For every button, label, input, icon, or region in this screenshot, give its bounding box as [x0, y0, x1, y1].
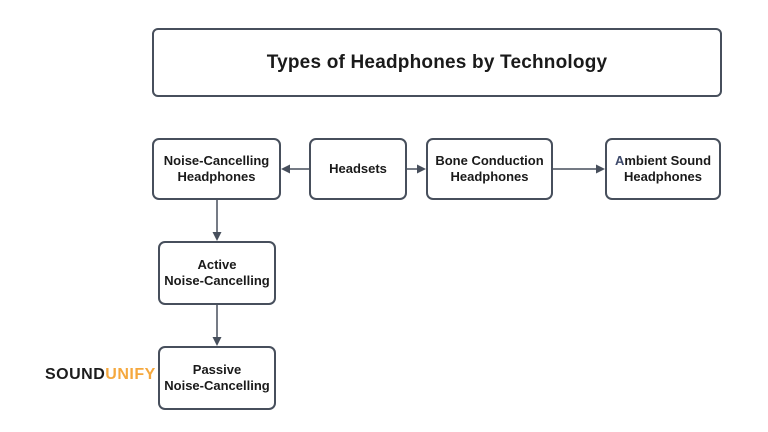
node-label-line: Ambient Sound	[615, 153, 711, 169]
node-label-line: Headphones	[450, 169, 529, 184]
node-label-line: Passive	[192, 362, 242, 377]
node-label-line: Headsets	[329, 161, 387, 176]
soundunify-logo: SOUNDUNIFY	[45, 366, 156, 384]
accent-letter: A	[614, 153, 625, 168]
node-label-line: Headphones	[177, 169, 256, 184]
node-label-line: Noise-Cancelling	[164, 273, 270, 288]
node-label-text: mbient Sound	[624, 153, 712, 168]
diagram-title: Types of Headphones by Technology	[266, 51, 608, 73]
logo-text-unify: UNIFY	[105, 366, 156, 383]
node-label-line: Bone Conduction	[435, 153, 544, 168]
node-active-noise-cancelling: Active Noise-Cancelling	[158, 241, 276, 305]
node-passive-noise-cancelling: Passive Noise-Cancelling	[158, 346, 276, 410]
diagram-title-box: Types of Headphones by Technology	[152, 28, 722, 97]
node-label-line: Noise-Cancelling	[164, 378, 270, 393]
node-headsets: Headsets	[309, 138, 407, 200]
node-bone-conduction-headphones: Bone Conduction Headphones	[426, 138, 553, 200]
node-label-line: Headphones	[623, 169, 702, 184]
node-label-line: Noise-Cancelling	[163, 153, 270, 168]
node-noise-cancelling-headphones: Noise-Cancelling Headphones	[152, 138, 281, 200]
node-ambient-sound-headphones: Ambient Sound Headphones	[605, 138, 721, 200]
logo-text-sound: SOUND	[45, 366, 106, 383]
node-label-line: Active	[197, 257, 237, 272]
